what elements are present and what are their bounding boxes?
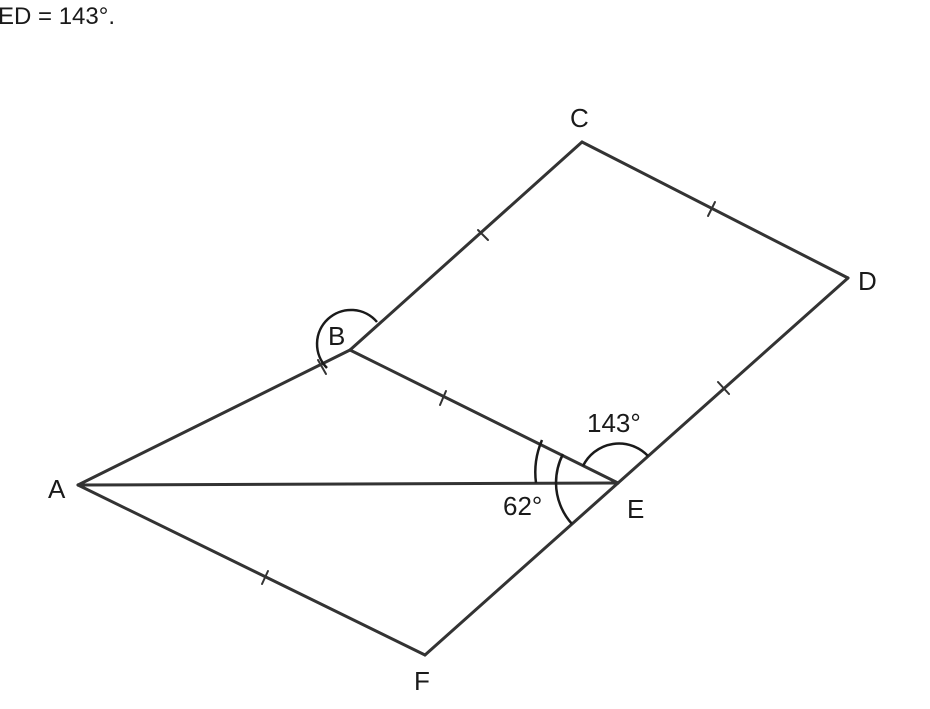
point-label-A: A <box>48 474 66 504</box>
angle-label-AEF: 62° <box>503 491 542 521</box>
tick-mark-AB <box>317 359 327 375</box>
point-label-E: E <box>627 494 644 524</box>
angle-arc-ABC <box>315 308 378 369</box>
segment-CD <box>580 140 850 280</box>
angle-arc-BEA-inner <box>534 439 544 484</box>
tick-mark-CD <box>707 201 716 217</box>
tick-mark-DE <box>717 381 730 395</box>
segment-DE <box>616 276 850 485</box>
point-label-B: B <box>328 321 345 351</box>
point-label-C: C <box>570 103 589 133</box>
segment-BC <box>348 140 584 352</box>
segment-AB <box>76 348 352 487</box>
angle-arc-AEF <box>554 482 573 525</box>
angle-label-BED: 143° <box>587 408 641 438</box>
tick-mark-BC <box>477 229 489 241</box>
point-label-D: D <box>858 266 877 296</box>
segment-BE <box>348 348 620 485</box>
problem-statement-fragment: ED = 143°. <box>0 3 115 30</box>
tick-mark-AF <box>261 570 269 585</box>
angle-arc-BEA-outer <box>554 453 565 484</box>
segment-AE <box>76 481 620 487</box>
angle-arc-BED <box>581 442 649 467</box>
segment-AF <box>76 483 427 657</box>
tick-mark-BE <box>439 390 447 406</box>
point-label-F: F <box>414 666 430 696</box>
segment-EF <box>423 481 620 657</box>
